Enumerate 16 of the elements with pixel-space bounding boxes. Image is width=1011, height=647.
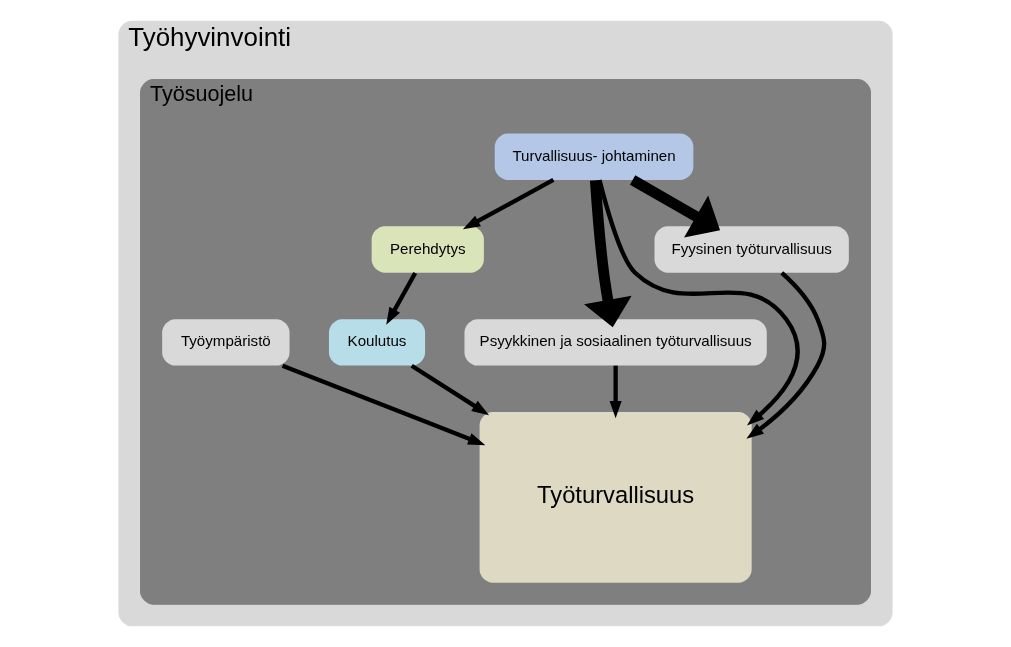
arrow: [746, 271, 827, 439]
node-box: Työympäristö: [162, 319, 290, 366]
node-box: Fyysinen työturvallisuus: [654, 226, 849, 273]
node-box: Perehdytys: [371, 226, 484, 273]
node-box: Työturvallisuus: [479, 412, 752, 583]
arrow: [386, 272, 418, 325]
arrow: [462, 178, 555, 230]
arrow: [597, 179, 800, 426]
arrow: [629, 175, 721, 238]
arrow: [410, 363, 490, 416]
node-box: Koulutus: [328, 319, 426, 366]
node-box: Turvallisuus- johtaminen: [494, 133, 694, 180]
node-box: Psyykkinen ja sosiaalinen työturvallisuus: [464, 319, 767, 366]
arrow: [281, 363, 486, 446]
arrow: [584, 179, 632, 328]
arrow: [609, 365, 622, 419]
